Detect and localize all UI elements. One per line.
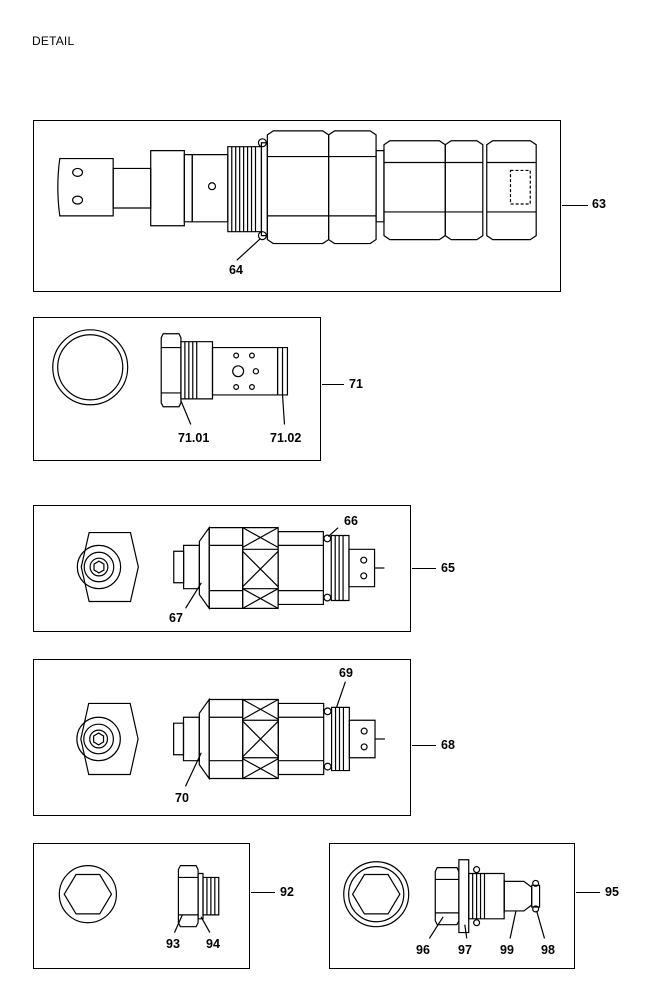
page-title: DETAIL xyxy=(32,34,75,48)
callout-95: 95 xyxy=(605,885,619,899)
callout-96: 96 xyxy=(416,943,430,957)
relief-valve-68-drawing xyxy=(34,660,410,815)
detail-panel-95 xyxy=(329,843,575,969)
valve-assembly-63-drawing xyxy=(34,121,560,291)
check-valve-95-drawing xyxy=(330,844,574,968)
leader-line-92 xyxy=(251,892,275,893)
detail-panel-92 xyxy=(33,843,250,969)
plug-92-drawing xyxy=(34,844,249,968)
detail-panel-63 xyxy=(33,120,561,292)
callout-98: 98 xyxy=(541,943,555,957)
callout-92: 92 xyxy=(280,885,294,899)
callout-93: 93 xyxy=(166,937,180,951)
callout-71-02: 71.02 xyxy=(270,431,302,445)
callout-64: 64 xyxy=(229,263,243,277)
leader-line-65 xyxy=(412,568,436,569)
callout-71: 71 xyxy=(349,377,363,391)
detail-panel-68 xyxy=(33,659,411,816)
cartridge-valve-71-drawing xyxy=(34,318,320,460)
detail-panel-65 xyxy=(33,505,411,632)
leader-line-68 xyxy=(412,745,436,746)
callout-97: 97 xyxy=(458,943,472,957)
callout-69: 69 xyxy=(339,666,353,680)
callout-99: 99 xyxy=(500,943,514,957)
leader-line-71 xyxy=(322,384,344,385)
callout-94: 94 xyxy=(206,937,220,951)
callout-68: 68 xyxy=(441,738,455,752)
leader-line-95 xyxy=(576,892,600,893)
callout-66: 66 xyxy=(344,514,358,528)
leader-line-63 xyxy=(562,205,588,206)
callout-65: 65 xyxy=(441,561,455,575)
callout-67: 67 xyxy=(169,611,183,625)
relief-valve-65-drawing xyxy=(34,506,410,631)
callout-63: 63 xyxy=(592,197,606,211)
callout-70: 70 xyxy=(175,791,189,805)
callout-71-01: 71.01 xyxy=(178,431,210,445)
detail-panel-71 xyxy=(33,317,321,461)
